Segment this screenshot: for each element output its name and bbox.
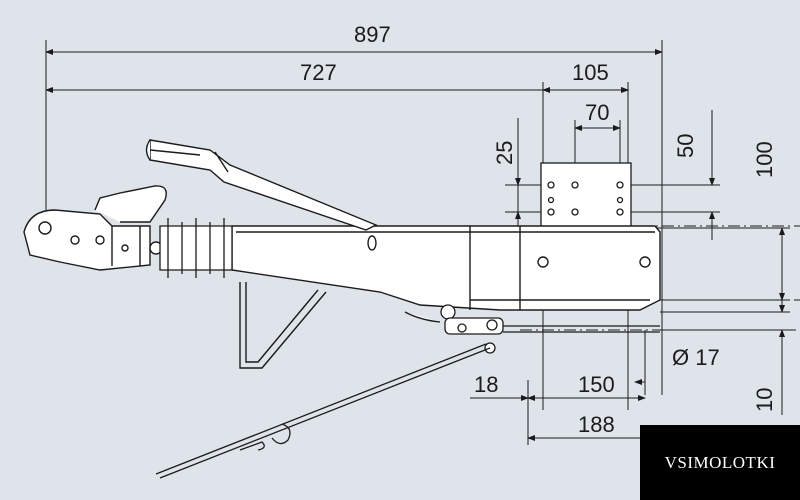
watermark-logo: VSIMOLOTKI (640, 425, 800, 500)
dim-897: 897 (354, 22, 391, 47)
dim-100: 100 (752, 141, 777, 178)
drawbar-tube (231, 225, 661, 311)
brake-linkage (404, 304, 660, 354)
dim-diameter-17: Ø 17 (672, 345, 720, 370)
support-leg (239, 282, 327, 369)
dim-70: 70 (585, 100, 609, 125)
dim-10: 10 (752, 388, 777, 412)
dim-188: 188 (578, 412, 615, 437)
bellows (159, 218, 233, 278)
brake-cable (155, 343, 491, 479)
dim-150: 150 (578, 372, 615, 397)
dim-50: 50 (673, 134, 698, 158)
brake-lever (145, 139, 378, 231)
dim-727: 727 (300, 60, 337, 85)
coupling-head (23, 185, 167, 271)
dimension-labels: 897 727 105 70 25 50 100 18 150 188 Ø 17… (300, 22, 777, 437)
dimension-lines (45, 40, 800, 445)
dim-25: 25 (492, 141, 517, 165)
dim-18: 18 (474, 372, 498, 397)
dim-105: 105 (572, 60, 609, 85)
